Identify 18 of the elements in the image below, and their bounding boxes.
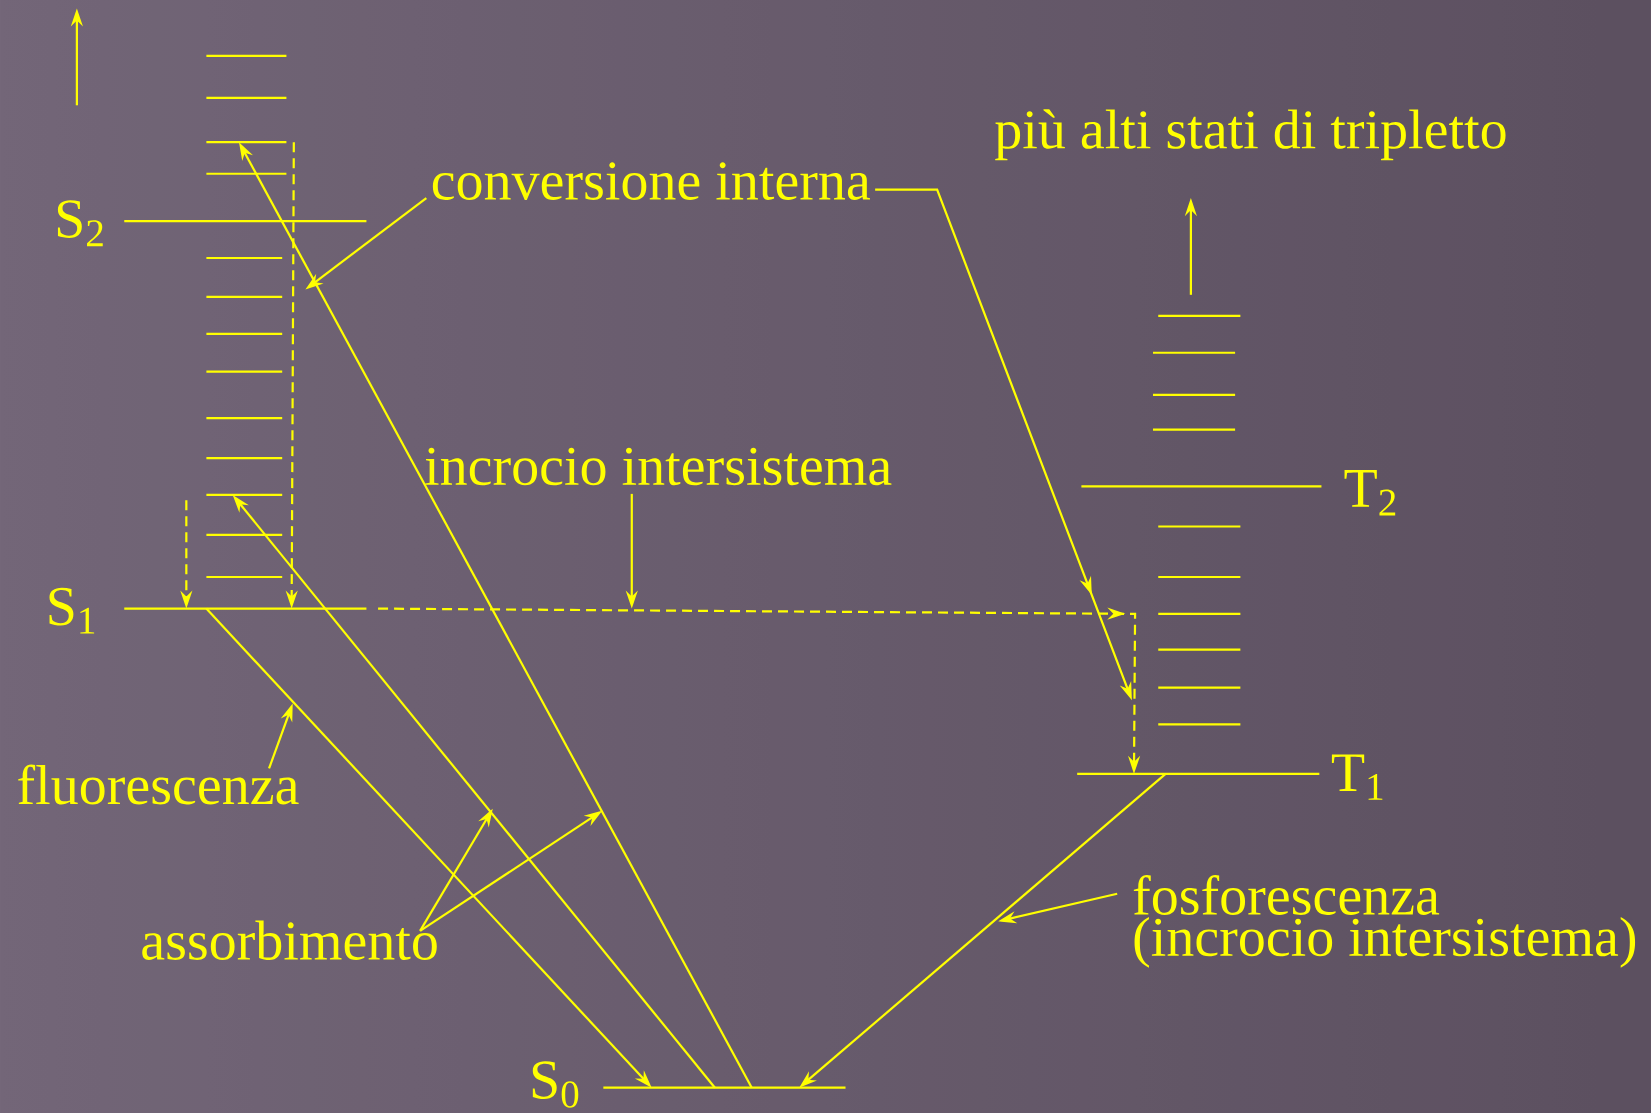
vibrational-level-line	[205, 141, 288, 144]
annotation-text: conversione interna	[432, 162, 870, 200]
annotation-text: fluorescenza	[18, 764, 299, 805]
level-label: S$_{1}$	[49, 587, 95, 634]
annotation-text: fosforescenza (incrocio intersistema)	[1133, 875, 1636, 968]
energy-level-line	[1080, 485, 1323, 488]
annotation-text: incrocio intersistema	[425, 447, 892, 486]
level-label: S$_{2}$	[57, 200, 103, 247]
energy-level-line	[1076, 772, 1321, 776]
energy-level-line	[123, 220, 368, 223]
level-label: T$_{1}$	[1331, 754, 1383, 800]
level-label: T$_{2}$	[1344, 470, 1396, 516]
energy-level-line	[602, 1086, 847, 1089]
vibrational-level-line	[205, 493, 284, 496]
energy-level-line	[123, 607, 368, 610]
annotation-text: assorbimento	[142, 920, 437, 960]
annotation-text: più alti stati di tripletto	[995, 109, 1506, 161]
level-label: S$_{0}$	[532, 1061, 579, 1108]
